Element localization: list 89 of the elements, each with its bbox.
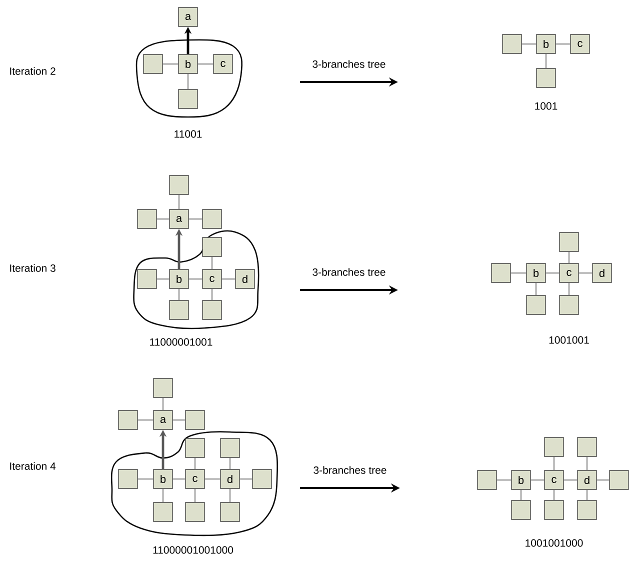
tree-node	[202, 300, 222, 320]
connector-line	[546, 272, 560, 274]
tree-node	[169, 175, 189, 195]
blob-outline	[136, 39, 243, 118]
tree-node	[169, 300, 189, 320]
connector-line	[204, 478, 220, 480]
iteration-label: Iteration 4	[10, 462, 56, 470]
tree-node	[153, 378, 173, 398]
connector-line	[568, 282, 570, 296]
tree-node: a	[169, 209, 189, 229]
tree-node	[252, 469, 272, 489]
tree-node: b	[153, 469, 173, 489]
tree-node	[477, 470, 497, 490]
tree-node: b	[178, 54, 198, 74]
connector-line	[520, 490, 522, 500]
connector-line	[568, 252, 570, 264]
tree-node	[185, 502, 205, 522]
tree-node	[577, 437, 597, 457]
connector-line	[156, 218, 170, 220]
tree-node	[118, 410, 138, 430]
tree-node: c	[213, 54, 233, 74]
connector-line	[510, 272, 526, 274]
connector-line	[240, 478, 252, 480]
connector-line	[586, 490, 588, 500]
tree-node: a	[153, 410, 173, 430]
iteration-label: Iteration 3	[10, 264, 56, 272]
connector-line	[194, 488, 196, 503]
connector-line	[188, 218, 202, 220]
tree-node	[185, 438, 205, 458]
tree-node: c	[544, 470, 564, 490]
arrow-label: 3-branches tree	[312, 268, 386, 276]
connector-line	[578, 272, 592, 274]
connector-line	[156, 278, 170, 280]
tree-node	[544, 500, 564, 520]
connector-line	[586, 456, 588, 470]
tree-node: b	[536, 34, 556, 54]
tree-node: d	[220, 469, 240, 489]
bit-string: 11000001001000	[153, 546, 234, 554]
tree-node	[559, 232, 579, 252]
tree-node	[559, 295, 579, 315]
connector-line	[194, 458, 196, 470]
tree-node: a	[178, 7, 198, 27]
tree-node: d	[592, 263, 612, 283]
tree-node	[143, 54, 163, 74]
arrow-label: 3-branches tree	[312, 60, 386, 68]
arrow-label: 3-branches tree	[314, 466, 386, 474]
tree-node	[153, 502, 173, 522]
tree-node: b	[169, 269, 189, 289]
connector-line	[162, 488, 164, 503]
tree-node	[178, 89, 198, 109]
tree-node	[511, 500, 531, 520]
bit-string: 11000001001	[150, 338, 212, 346]
connector-line	[138, 478, 154, 480]
tree-node: c	[570, 34, 590, 54]
connector-line	[178, 194, 180, 210]
tree-node: c	[202, 269, 222, 289]
tree-node: d	[577, 470, 597, 490]
blob-outline	[133, 230, 260, 330]
tree-node: b	[526, 263, 546, 283]
tree-node: c	[559, 263, 579, 283]
tree-node	[502, 34, 522, 54]
tree-node	[220, 502, 240, 522]
bit-string: 1001001000	[526, 539, 583, 547]
tree-node	[137, 269, 157, 289]
bit-string: 11001	[174, 130, 202, 138]
bit-string: 1001	[535, 102, 558, 110]
tree-node	[118, 469, 138, 489]
tree-node	[544, 437, 564, 457]
tree-node	[491, 263, 511, 283]
tree-node	[185, 410, 205, 430]
tree-node	[526, 295, 546, 315]
tree-node	[137, 209, 157, 229]
tree-node: c	[185, 469, 205, 489]
connector-line	[222, 278, 236, 280]
tree-node: d	[235, 269, 255, 289]
tree-node	[536, 68, 556, 88]
tree-node	[609, 470, 629, 490]
connector-line	[178, 288, 180, 300]
tree-node	[220, 438, 240, 458]
connector-line	[162, 398, 164, 410]
tree-node	[577, 500, 597, 520]
blob-outline	[110, 431, 278, 536]
iteration-label: Iteration 2	[10, 67, 56, 75]
connector-line	[172, 478, 186, 480]
tree-node	[202, 237, 222, 257]
tree-node	[202, 209, 222, 229]
tree-node: b	[511, 470, 531, 490]
bit-string: 1001001	[549, 336, 589, 344]
connector-line	[188, 278, 202, 280]
